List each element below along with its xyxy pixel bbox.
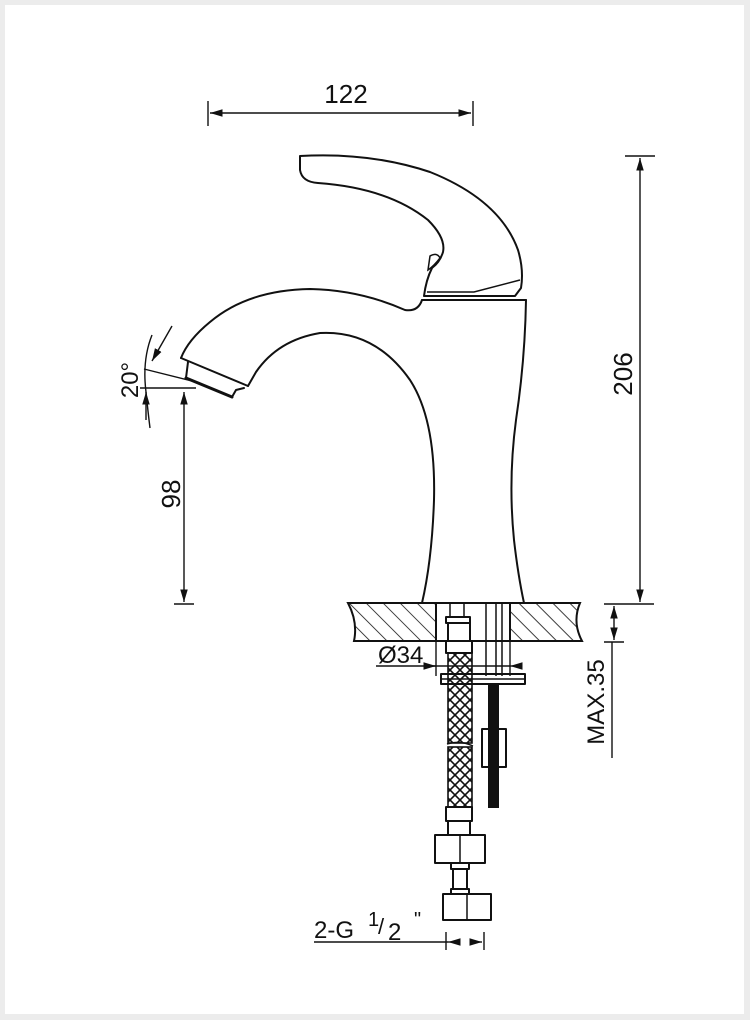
drawing-sheet xyxy=(5,5,744,1014)
hole-diameter-label: Ø34 xyxy=(378,642,423,669)
connection-slash-label: / xyxy=(378,914,385,939)
faucet-body xyxy=(180,288,527,604)
lever-handle xyxy=(299,154,523,297)
spout-angle-dimension: 20° xyxy=(117,325,201,429)
overall-height-label: 206 xyxy=(608,352,638,395)
spout-height-label: 98 xyxy=(156,480,186,509)
spout-height-dimension: 98 xyxy=(156,392,194,605)
max-deck-thickness-label: MAX.35 xyxy=(583,659,610,744)
max-deck-thickness-dimension: MAX.35 xyxy=(583,603,624,758)
connection-prefix-label: 2-G xyxy=(314,917,354,944)
spout-angle-label: 20° xyxy=(117,362,144,398)
connection-inch-label: " xyxy=(414,909,421,931)
spout-reach-label: 122 xyxy=(324,79,367,109)
connection-thread-dimension: 2-G 1 / 2 " xyxy=(314,909,485,950)
hole-diameter-dimension: Ø34 xyxy=(376,641,523,676)
connection-denominator-label: 2 xyxy=(388,919,401,946)
overall-height-dimension: 206 xyxy=(608,155,655,605)
connection-numerator-label: 1 xyxy=(368,909,379,931)
braided-hose xyxy=(434,603,492,921)
spout-reach-dimension: 122 xyxy=(207,79,474,126)
